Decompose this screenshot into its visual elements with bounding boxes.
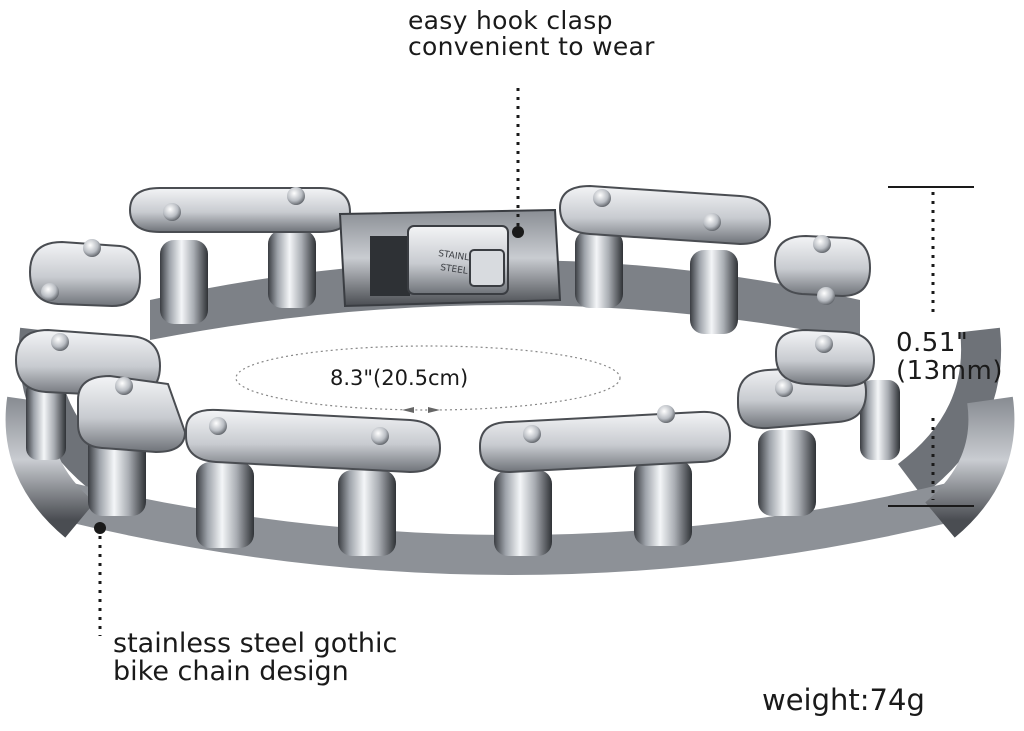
arrow-left-icon — [428, 407, 440, 413]
width-indicator — [888, 186, 974, 507]
clasp-caption-line2: convenient to wear — [408, 32, 655, 61]
chain-front-plates — [14, 328, 876, 474]
clasp-pointer — [512, 88, 524, 238]
design-caption-line1: stainless steel gothic — [113, 628, 398, 659]
length-label: 8.3"(20.5cm) — [330, 366, 469, 390]
clasp-stamp-line2: STEEL — [440, 263, 469, 277]
length-indicator — [235, 345, 621, 413]
hook-clasp: STAINLESS STEEL — [338, 208, 562, 308]
chain-front-rollers — [26, 380, 900, 556]
design-caption-line2: bike chain design — [113, 656, 349, 687]
clasp-caption-line1: easy hook clasp — [408, 6, 613, 35]
width-mm-label: (13mm) — [896, 356, 1004, 386]
arrow-right-icon — [402, 407, 414, 413]
pointer-dot-icon — [94, 522, 106, 534]
weight-label: weight:74g — [762, 683, 925, 717]
pointer-dot-icon — [512, 226, 524, 238]
chain-top-links — [28, 184, 872, 334]
design-pointer — [94, 522, 106, 636]
width-inches-label: 0.51" — [896, 328, 969, 358]
